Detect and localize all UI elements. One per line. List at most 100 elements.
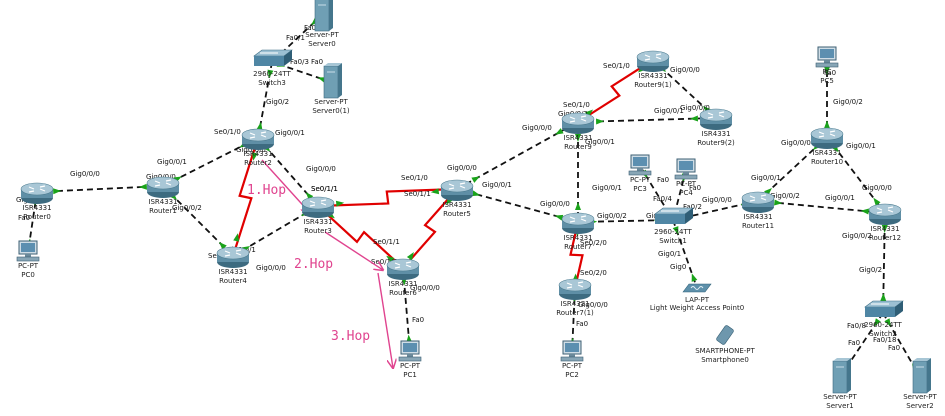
device-model-label: ISR4331 bbox=[243, 150, 272, 158]
router-icon bbox=[810, 127, 844, 149]
interface-label: Gig0/0/2 bbox=[172, 204, 202, 212]
pc-icon bbox=[628, 154, 652, 176]
interface-label: Fa0 bbox=[304, 24, 316, 32]
interface-label: Se0/1/0 bbox=[401, 174, 428, 182]
device-name-label: Router2 bbox=[244, 159, 272, 167]
hop-label: 1.Hop bbox=[247, 183, 286, 198]
router-icon bbox=[440, 179, 474, 201]
access-point-icon bbox=[682, 283, 712, 293]
link-up-indicator bbox=[471, 190, 481, 197]
device-model-label: SMARTPHONE-PT bbox=[695, 347, 755, 355]
device-model-label: ISR4331 bbox=[388, 280, 417, 288]
device-name-label: PC2 bbox=[565, 371, 579, 379]
device-name-label: Switch3 bbox=[258, 79, 286, 87]
router-icon bbox=[241, 128, 275, 150]
device-model-label: PC-PT bbox=[676, 180, 697, 188]
device-name-label: PC4 bbox=[679, 189, 693, 197]
interface-label: Fa0 bbox=[888, 344, 900, 352]
device-name-label: Server1 bbox=[826, 402, 853, 410]
device-model-label: PC-PT bbox=[400, 362, 421, 370]
link-up-indicator bbox=[386, 255, 395, 263]
switch-icon bbox=[864, 300, 904, 317]
router-icon bbox=[699, 108, 733, 130]
link-up-indicator bbox=[218, 241, 227, 250]
device-model-label: Server-PT bbox=[314, 98, 348, 106]
link-up-indicator bbox=[138, 183, 147, 190]
device-name-label: Switch2 bbox=[869, 330, 897, 338]
link-router3-router5: Se0/1/1 Se0/1/0 bbox=[311, 174, 458, 208]
pc-icon bbox=[398, 340, 422, 362]
interface-label: Se0/1/1 bbox=[404, 190, 431, 198]
switch-icon bbox=[253, 49, 293, 66]
router-icon bbox=[561, 112, 595, 134]
router-icon bbox=[146, 176, 180, 198]
serial-cable bbox=[569, 221, 584, 289]
interface-label: Fa0/18 bbox=[873, 336, 896, 344]
interface-label: Gig0/2 bbox=[266, 98, 289, 106]
server-icon bbox=[314, 0, 333, 32]
interface-label: Se0/1/0 bbox=[214, 128, 241, 136]
device-model-label: ISR4331 bbox=[701, 130, 730, 138]
device-name-label: PC5 bbox=[820, 77, 834, 85]
interface-label: Fa0/4 bbox=[653, 195, 672, 203]
device-model-label: ISR4331 bbox=[743, 213, 772, 221]
interface-label: Fa0/3 bbox=[290, 58, 309, 66]
serial-cable bbox=[231, 137, 260, 257]
interface-label: Se0/1/1 bbox=[373, 238, 400, 246]
interface-label: Fa0 bbox=[412, 316, 424, 324]
link-up-indicator bbox=[824, 66, 830, 75]
device-name-label: Router9(2) bbox=[697, 139, 735, 147]
link-up-indicator bbox=[873, 318, 881, 327]
device-model-label: LAP-PT bbox=[685, 296, 710, 304]
interface-label: Fa0 bbox=[18, 214, 30, 222]
interface-label: Se0/1/0 bbox=[603, 62, 630, 70]
hop3-annotation: 3.Hop bbox=[331, 272, 393, 368]
interface-label: Fa0/1 bbox=[286, 34, 305, 42]
device-name-label: Router12 bbox=[869, 234, 901, 242]
router-icon bbox=[20, 182, 54, 204]
link-up-indicator bbox=[860, 208, 869, 215]
interface-label: Gig0/0/0 bbox=[670, 66, 700, 74]
interface-label: Gig0/0/0 bbox=[540, 200, 570, 208]
device-model-label: ISR4331 bbox=[560, 300, 589, 308]
device-model-label: ISR4331 bbox=[812, 149, 841, 157]
link-up-indicator bbox=[595, 118, 605, 125]
interface-label: Gig0/0/2 bbox=[770, 192, 800, 200]
interface-label: Fa0 bbox=[848, 339, 860, 347]
device-model-label: ISR4331 bbox=[563, 134, 592, 142]
serial-cable bbox=[402, 188, 458, 269]
interface-label: Gig0/0/1 bbox=[482, 181, 512, 189]
